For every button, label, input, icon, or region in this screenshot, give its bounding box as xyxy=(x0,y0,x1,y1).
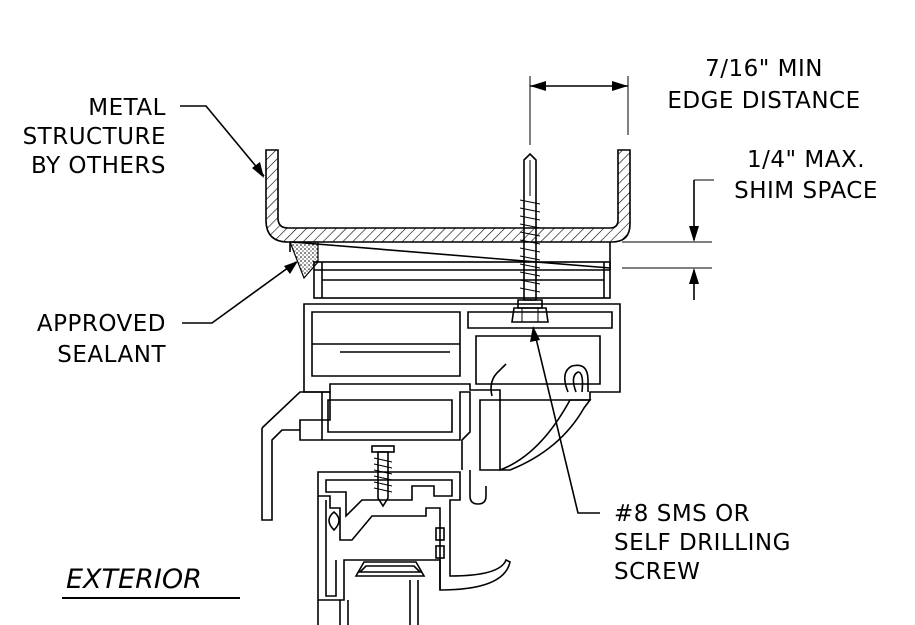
sash-screw xyxy=(371,445,395,508)
metal-structure-label-line-2: STRUCTURE xyxy=(23,124,166,150)
frame-sill-profile xyxy=(261,363,592,521)
metal-structure-label-line-3: BY OTHERS xyxy=(31,153,166,179)
approved-sealant-label-line-2: SEALANT xyxy=(57,342,166,368)
exterior-label: EXTERIOR xyxy=(66,564,202,595)
screw-label-line-2: SELF DRILLING xyxy=(614,530,791,556)
edge-distance-dimension xyxy=(529,76,629,145)
screw-label-line-3: SCREW xyxy=(614,559,700,585)
metal-structure-channel xyxy=(265,149,631,243)
edge-distance-label-line-2: EDGE DISTANCE xyxy=(667,88,860,114)
screw-leader xyxy=(530,326,600,514)
self-drilling-screw xyxy=(511,152,549,323)
frame-head xyxy=(303,261,621,401)
shim-space-dimension xyxy=(622,179,714,300)
approved-sealant-label-line-1: APPROVED xyxy=(37,311,166,337)
sealant-leader xyxy=(182,261,298,324)
edge-distance-label-line-1: 7/16" MIN xyxy=(705,56,823,82)
metal-structure-label-line-1: METAL xyxy=(88,95,166,121)
sash-profile xyxy=(317,471,511,625)
shim-space-label-line-1: 1/4" MAX. xyxy=(747,147,865,173)
metal-structure-leader xyxy=(180,105,265,178)
screw-label-line-1: #8 SMS OR xyxy=(614,501,750,527)
shim-space-label-line-2: SHIM SPACE xyxy=(734,178,878,204)
